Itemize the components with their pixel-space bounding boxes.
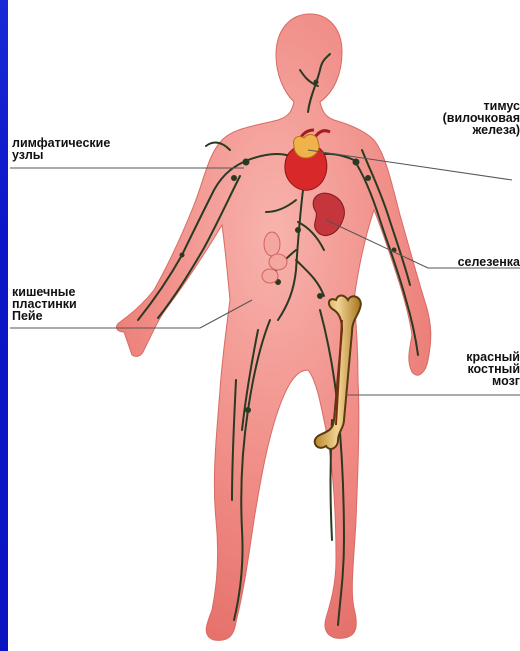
body-illustration	[8, 0, 520, 651]
diagram-panel: лимфатические узлы тимус (вилочковая жел…	[8, 0, 520, 651]
label-thymus: тимус (вилочковая железа)	[443, 100, 520, 136]
thymus	[294, 135, 319, 158]
label-lymph-nodes: лимфатические узлы	[12, 137, 110, 161]
label-peyers-patches: кишечные пластинки Пейе	[12, 286, 77, 322]
label-spleen: селезенка	[458, 256, 520, 268]
label-red-bone-marrow: красный костный мозг	[466, 351, 520, 387]
body-silhouette	[117, 14, 431, 640]
